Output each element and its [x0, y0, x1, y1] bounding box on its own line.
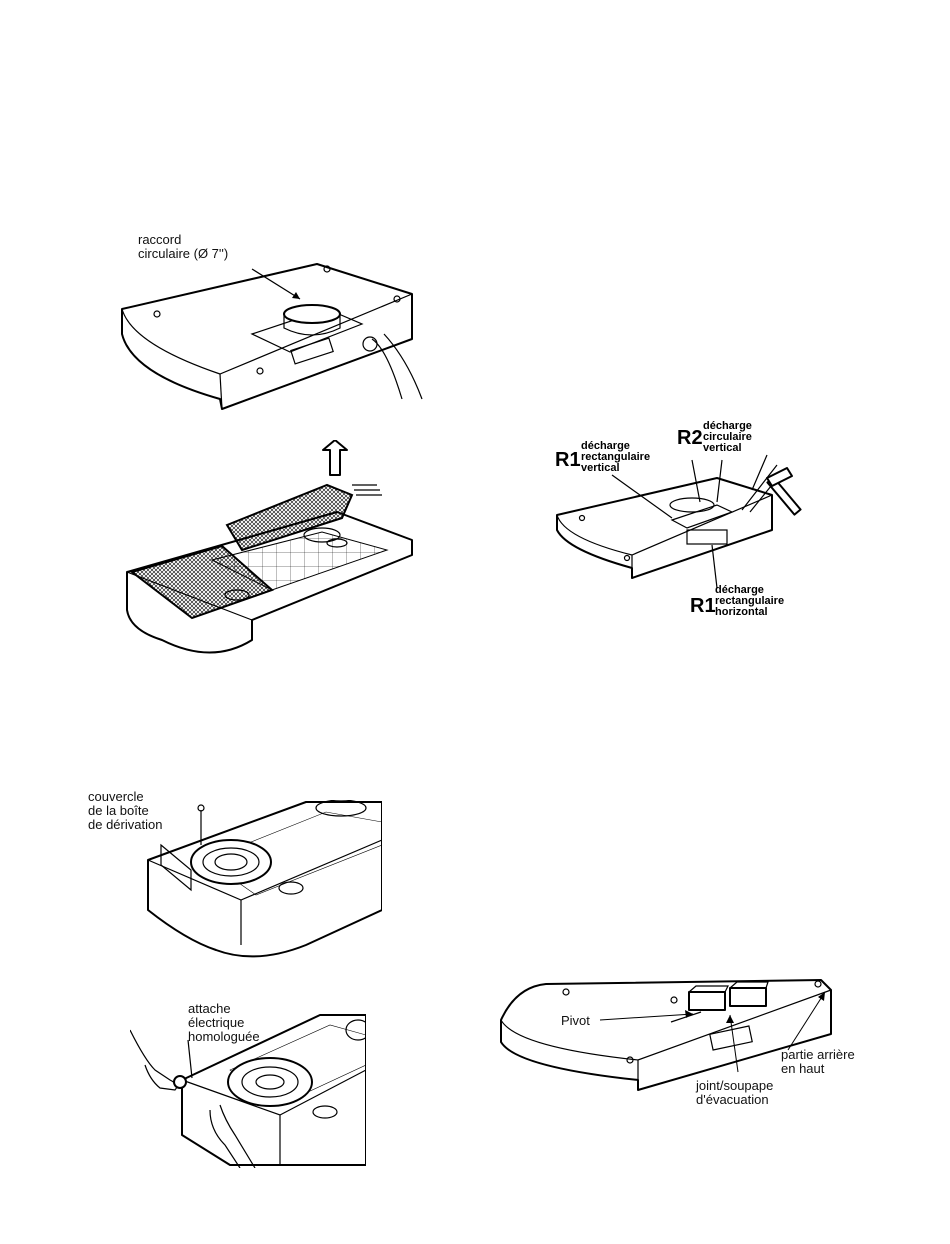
- hood-filter-illustration: [122, 440, 422, 662]
- r1-bottom-code: R1: [690, 596, 716, 616]
- electrical-clamp-label: attache électrique homologuée: [188, 1002, 260, 1044]
- r2-code: R2: [677, 428, 703, 448]
- r1-top-code: R1: [555, 450, 581, 470]
- r1-top-text: décharge rectangulaire vertical: [581, 441, 650, 474]
- circular-connector-label: raccord circulaire (Ø 7''): [138, 233, 228, 261]
- junction-box-label: couvercle de la boîte de dérivation: [88, 790, 162, 832]
- rear-up-label: partie arrière en haut: [781, 1048, 855, 1076]
- figure-filter-removal: [122, 440, 422, 662]
- figure-junction-box: [146, 800, 382, 962]
- r1-bottom-text: décharge rectangulaire horizontal: [715, 585, 784, 618]
- pivot-label: Pivot: [561, 1014, 590, 1028]
- junction-box-illustration: [146, 800, 382, 962]
- r2-text: décharge circulaire vertical: [703, 421, 752, 454]
- gasket-label: joint/soupape d'évacuation: [696, 1079, 773, 1107]
